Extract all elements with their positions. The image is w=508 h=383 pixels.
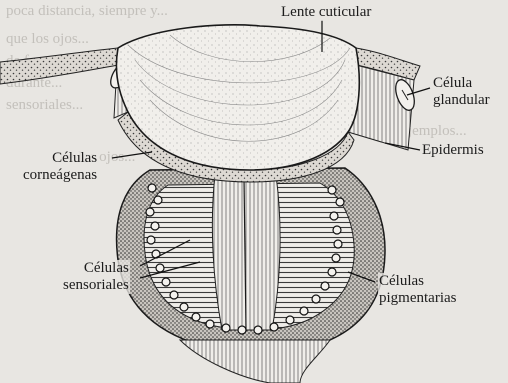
optic-base <box>180 340 330 383</box>
epidermis-left <box>0 48 128 118</box>
label-celulas-sensoriales: Células sensoriales <box>62 260 130 294</box>
vitreous-body <box>212 175 280 330</box>
label-lente-cuticular: Lente cuticular <box>280 4 372 21</box>
label-celula-glandular: Célula glandular <box>432 75 491 109</box>
label-celulas-pigmentarias: Células pigmentarias <box>378 273 457 307</box>
label-celulas-corneagenas: Células corneágenas <box>22 150 98 184</box>
label-epidermis: Epidermis <box>421 142 485 159</box>
